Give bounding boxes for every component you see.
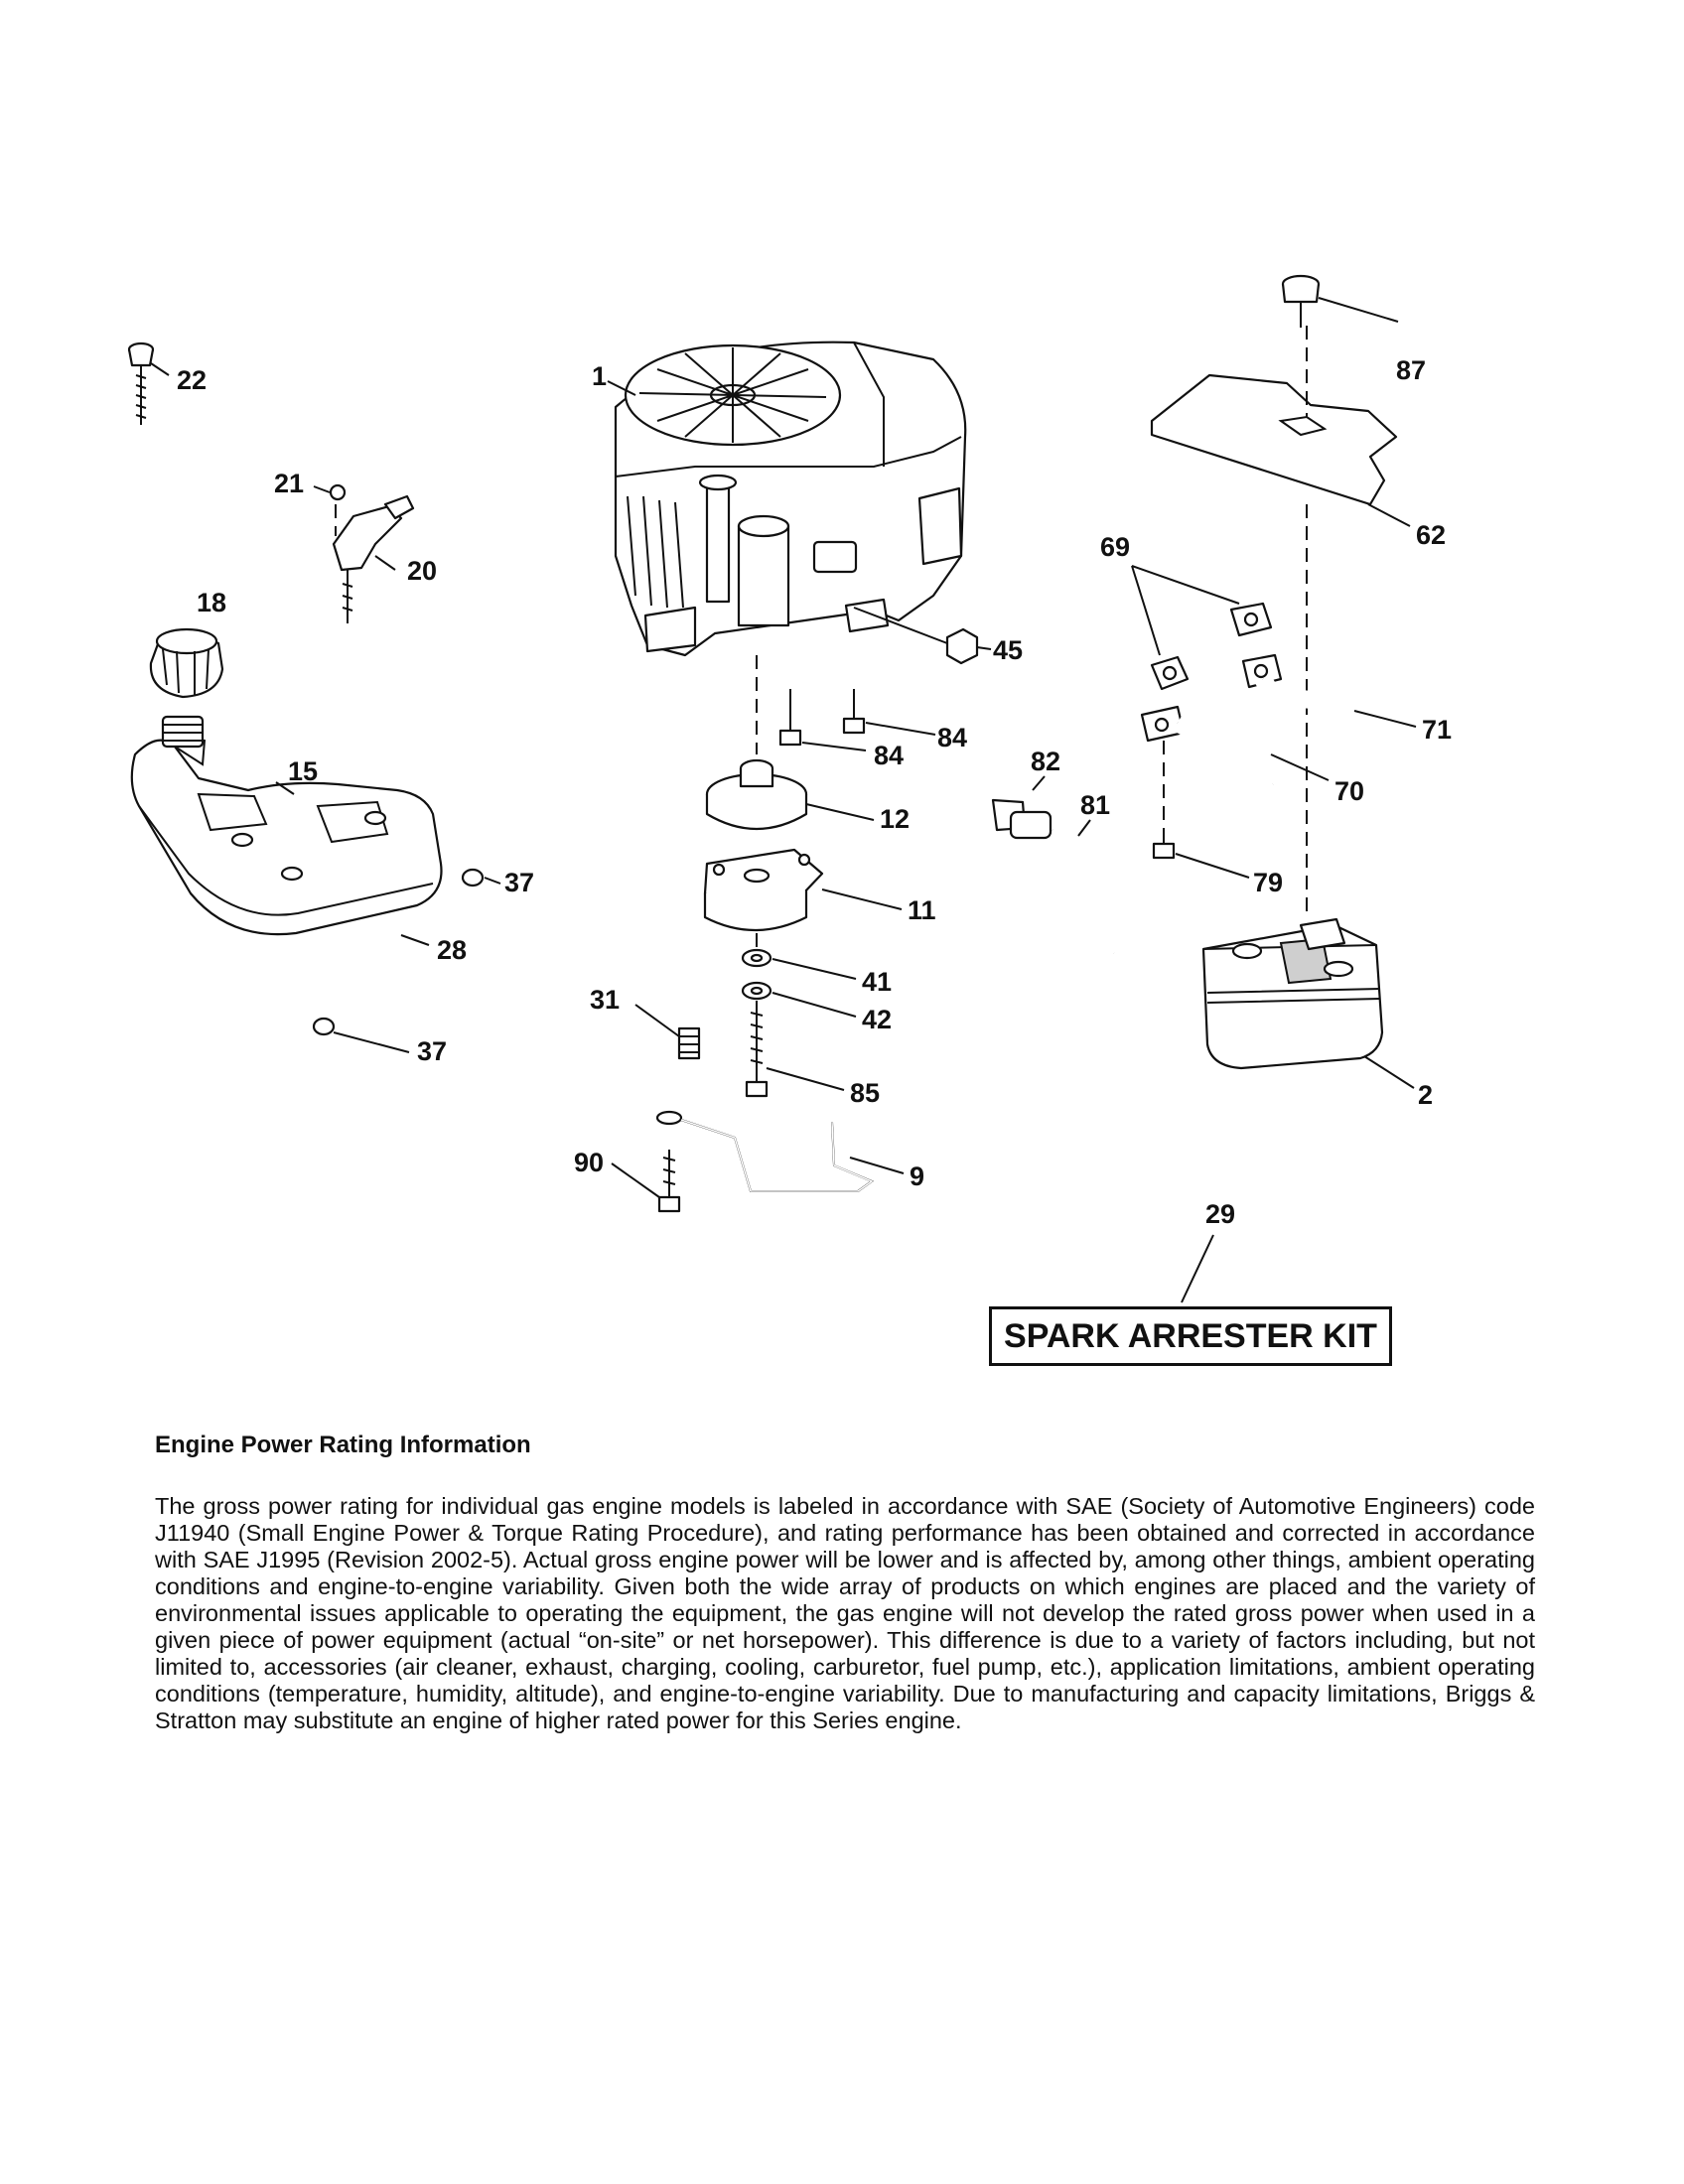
callout-90: 90 [574,1148,604,1177]
part-85-bolt [745,1001,845,1098]
part-84-bolt-right [842,689,936,736]
part-45-nut [853,607,992,665]
part-9-rod [655,1110,905,1192]
callout-82: 82 [1031,747,1060,776]
callout-1: 1 [592,361,607,391]
part-84-bolt-left [778,689,867,751]
callout-11: 11 [908,895,936,925]
callout-15: 15 [288,756,318,786]
part-11-pto-clutch [703,848,903,931]
part-37-clamp-upper [461,868,501,887]
spark-arrester-kit-label: SPARK ARRESTER KIT [989,1306,1392,1366]
callout-42: 42 [862,1005,892,1034]
callout-71: 71 [1422,715,1452,745]
callout-70: 70 [1334,776,1364,806]
part-41-washer [741,948,857,980]
callout-85: 85 [850,1078,880,1108]
part-71-exhaust-pipe [1241,653,1417,734]
callout-41: 41 [862,967,892,997]
part-20-fuel-valve [332,494,415,623]
callout-45: 45 [993,635,1023,665]
part-12-pulley [705,758,875,830]
part-21-screw [313,483,347,501]
callout-84-right: 84 [937,723,967,752]
callout-29: 29 [1205,1199,1235,1229]
part-37-clamp-lower [312,1017,410,1053]
callout-2: 2 [1418,1080,1433,1110]
callout-81: 81 [1080,790,1110,820]
parts-diagram: 22 21 20 18 15 [127,274,1452,1303]
callout-18: 18 [197,588,226,617]
callout-84-left: 84 [874,741,904,770]
part-81-hose [1050,819,1122,954]
part-87-knob [1281,274,1399,328]
callout-29-leader [1181,1234,1214,1303]
callout-12: 12 [880,804,910,834]
part-31-fitting [634,1004,701,1060]
callout-37-lower: 37 [417,1036,447,1066]
callout-87: 87 [1396,355,1426,385]
callout-79: 79 [1253,868,1283,897]
part-22-push-pin [127,341,170,425]
callout-9: 9 [910,1161,924,1191]
part-15-fuel-tank [130,715,443,936]
callout-31: 31 [590,985,620,1015]
callout-62: 62 [1416,520,1446,550]
part-82-connector [991,775,1052,840]
engine-power-heading: Engine Power Rating Information [155,1432,531,1458]
part-79-bolt [1152,828,1250,879]
part-70-exhaust-pipe [1140,705,1330,786]
part-28-fuel-line [326,881,469,1025]
callout-37-upper: 37 [504,868,534,897]
callout-21: 21 [274,469,304,498]
part-90-bolt [611,1150,681,1213]
part-42-washer [741,981,857,1018]
part-62-heat-shield [1150,326,1411,527]
callout-69: 69 [1100,532,1130,562]
callout-22: 22 [177,365,207,395]
callout-28: 28 [437,935,467,965]
engine-power-text: The gross power rating for individual ga… [155,1493,1535,1733]
part-2-muffler [1201,917,1415,1089]
part-18-fuel-cap [149,627,224,699]
part-1-engine [607,341,967,657]
part-69-gaskets [1131,565,1273,691]
callout-20: 20 [407,556,437,586]
